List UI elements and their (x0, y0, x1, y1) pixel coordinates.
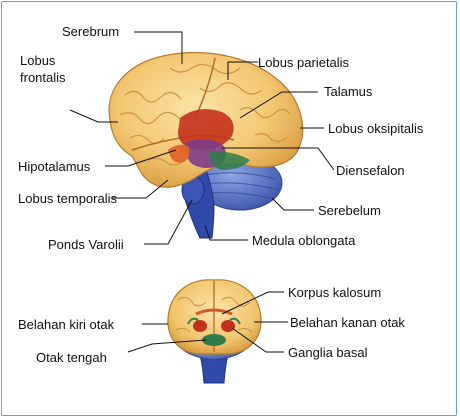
brain-front-view (167, 279, 262, 384)
label-serebelum: Serebelum (318, 203, 381, 218)
brain-side-view (108, 52, 304, 239)
label-lobus-frontalis-line1: Lobus (20, 53, 56, 68)
label-otak-tengah: Otak tengah (36, 350, 107, 365)
label-ponds-varolii: Ponds Varolii (48, 237, 124, 252)
basal-ganglia-right (221, 320, 235, 332)
label-lobus-frontalis-line2: frontalis (20, 70, 66, 85)
label-lobus-oksipitalis: Lobus oksipitalis (328, 121, 424, 136)
label-belahan-kiri-otak: Belahan kiri otak (18, 317, 115, 332)
label-lobus-parietalis: Lobus parietalis (258, 55, 350, 70)
midbrain-shape (202, 334, 226, 346)
leader-lines (69, 31, 335, 353)
label-korpus-kalosum: Korpus kalosum (288, 285, 382, 300)
label-hipotalamus: Hipotalamus (18, 159, 91, 174)
label-diensefalon: Diensefalon (336, 163, 405, 178)
brainstem-front (199, 354, 229, 384)
label-ganglia-basal: Ganglia basal (288, 345, 368, 360)
thalamus-shape (178, 109, 234, 150)
corpus-callosum-shape (195, 308, 233, 316)
label-belahan-kanan-otak: Belahan kanan otak (290, 315, 405, 330)
label-lobus-temporalis: Lobus temporalis (18, 191, 117, 206)
label-medula-oblongata: Medula oblongata (252, 233, 356, 248)
label-talamus: Talamus (324, 84, 373, 99)
basal-ganglia-left (193, 320, 207, 332)
label-serebrum: Serebrum (62, 24, 120, 39)
hypothalamus-shape (168, 144, 190, 163)
